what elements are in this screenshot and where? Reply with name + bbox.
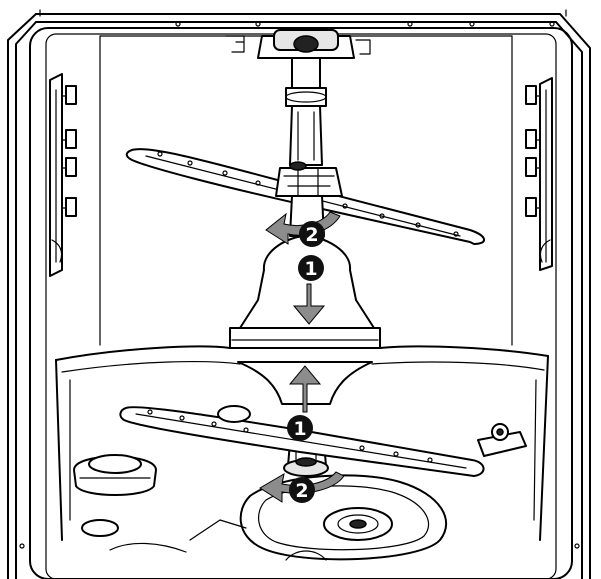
rinse-aid-cap [73, 454, 157, 496]
step-marker-upper-remove-label: 1 [304, 258, 317, 280]
step-marker-upper-rotate: 2 [299, 221, 325, 247]
floor-details [81, 519, 327, 561]
step-marker-lower-rotate: 2 [289, 477, 315, 503]
lower-arm-up-arrow [288, 365, 322, 413]
left-rack-rail [49, 73, 77, 277]
supply-pipe [289, 105, 323, 166]
step-marker-lower-remove-label: 1 [293, 418, 306, 440]
step-marker-upper-remove: 1 [298, 255, 324, 281]
upper-arm-down-arrow [292, 283, 326, 325]
fill-fitting [477, 423, 527, 457]
lower-spray-arm [119, 405, 485, 477]
step-marker-upper-rotate-label: 2 [305, 224, 318, 246]
tub-floor [55, 345, 549, 541]
tub-frame [7, 9, 591, 579]
step-marker-lower-rotate-label: 2 [295, 480, 308, 502]
top-inlet-assembly [225, 29, 371, 107]
step-marker-lower-remove: 1 [287, 415, 313, 441]
right-rack-rail [525, 77, 553, 271]
